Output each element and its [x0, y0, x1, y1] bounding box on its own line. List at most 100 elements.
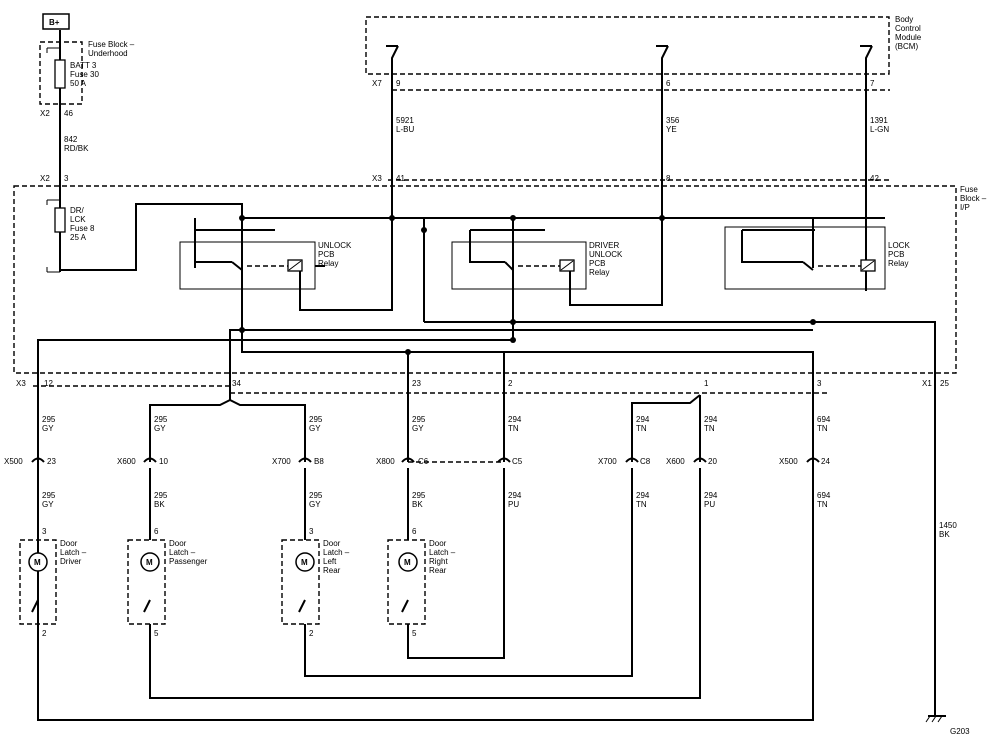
ip-connector-top: X3 — [372, 174, 382, 183]
latch-passenger-pin-top: 6 — [154, 527, 159, 536]
latch-right-rear-pin-top: 6 — [412, 527, 417, 536]
splice-points — [239, 215, 816, 355]
ip-pin-bottom-5: 1 — [704, 379, 709, 388]
latch-left-rear-outline — [281, 539, 320, 625]
ip-pin-bottom-2: 34 — [232, 379, 241, 388]
ip-pin-top-2: 8 — [666, 174, 671, 183]
ground-icon — [925, 715, 946, 723]
motor-letter-3: M — [301, 558, 308, 567]
battery-positive-box — [42, 13, 70, 30]
ip-connector-ground: X1 — [922, 379, 932, 388]
ip-connector-bottom: X3 — [16, 379, 26, 388]
connector-3-name: X700 — [272, 457, 291, 466]
wires — [37, 30, 936, 721]
underhood-pin-bottom: 3 — [64, 174, 69, 183]
ip-pin-bottom-3: 23 — [412, 379, 421, 388]
ip-pin-ground: 25 — [940, 379, 949, 388]
latch-driver-pin-bottom: 2 — [42, 629, 47, 638]
bcm-outline — [365, 16, 890, 75]
connector-6-name: X700 — [598, 457, 617, 466]
connector-4-pin: C6 — [418, 457, 429, 466]
connector-5-pin: C5 — [512, 457, 523, 466]
motor-letters: M M M M — [34, 558, 411, 567]
connector-7-name: X600 — [666, 457, 685, 466]
connector-2-pin: 10 — [159, 457, 168, 466]
connector-1-pin: 23 — [47, 457, 56, 466]
connector-1-name: X500 — [4, 457, 23, 466]
motor-letter-2: M — [146, 558, 153, 567]
fuse-block-underhood-name: Fuse Block –Underhood — [88, 40, 135, 58]
battery-positive-label: B+ — [49, 18, 60, 27]
relay-coil-icons — [231, 259, 876, 289]
latch-driver-pin-top: 3 — [42, 527, 47, 536]
connector-8-pin: 24 — [821, 457, 830, 466]
latch-motor-icons — [28, 552, 418, 613]
latch-left-rear-pin-top: 3 — [309, 527, 314, 536]
connector-7-pin: 20 — [708, 457, 717, 466]
bcm-connector: X7 — [372, 79, 382, 88]
inline-connector-icons — [31, 457, 820, 463]
batt3-fuse-icon — [54, 59, 66, 89]
underhood-pin-top: 46 — [64, 109, 73, 118]
latch-right-rear-pin-bottom: 5 — [412, 629, 417, 638]
connector-6-pin: C8 — [640, 457, 651, 466]
ground-label: G203 — [950, 727, 970, 736]
connector-4-name: X800 — [376, 457, 395, 466]
dr-lck-fuse-icon — [54, 207, 66, 233]
motor-letter-1: M — [34, 558, 41, 567]
underhood-connector-top: X2 — [40, 109, 50, 118]
bcm-pin-2: 6 — [666, 79, 671, 88]
driver-unlock-relay-outline — [451, 241, 587, 290]
bcm-switch-icons — [386, 45, 873, 74]
underhood-connector-bottom: X2 — [40, 174, 50, 183]
ip-pin-bottom-4: 2 — [508, 379, 513, 388]
fuse-block-ip-outline — [13, 185, 957, 374]
ip-pin-bottom-1: 12 — [44, 379, 53, 388]
bcm-pin-3: 7 — [870, 79, 875, 88]
lock-relay-outline — [724, 226, 886, 290]
ip-pin-bottom-6: 3 — [817, 379, 822, 388]
inline-connector-labels: X500 23 X600 10 X700 B8 X800 C6 C5 X700 … — [4, 457, 830, 466]
ip-pin-top-1: 41 — [396, 174, 405, 183]
latch-passenger-outline — [127, 539, 166, 625]
connector-3-pin: B8 — [314, 457, 324, 466]
ip-pin-top-3: 42 — [870, 174, 879, 183]
motor-letter-4: M — [404, 558, 411, 567]
connector-8-name: X500 — [779, 457, 798, 466]
